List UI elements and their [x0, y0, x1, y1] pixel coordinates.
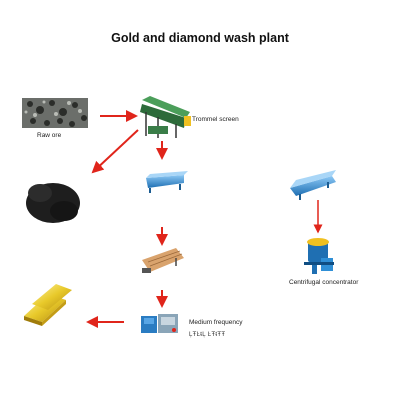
centrifugal-concentrator-label: Centrifugal concentrator — [289, 279, 359, 286]
medium-frequency-label: Medium frequency — [189, 319, 243, 326]
flow-arrows — [86, 110, 323, 328]
raw-ore-icon — [22, 98, 88, 128]
black-sand-icon — [26, 183, 80, 223]
medium-frequency-furnace-icon — [141, 314, 178, 333]
medium-frequency-label-line2: ĻŦĿŧĻ ĿŦŧŦŦ — [189, 332, 226, 338]
raw-ore-label: Raw ore — [37, 132, 62, 139]
trommel-screen-label: Trommel screen — [192, 116, 239, 123]
diagram-title: Gold and diamond wash plant — [111, 31, 289, 45]
centrifugal-concentrator-icon — [304, 238, 334, 274]
shaking-table-icon — [142, 248, 184, 273]
vibrating-screen-icon — [146, 171, 188, 193]
arrow-trommel-to-black-sand — [91, 129, 139, 174]
trommel-screen-icon — [140, 96, 191, 138]
dewatering-screen-icon — [290, 170, 336, 200]
gold-bars-icon — [24, 284, 72, 326]
